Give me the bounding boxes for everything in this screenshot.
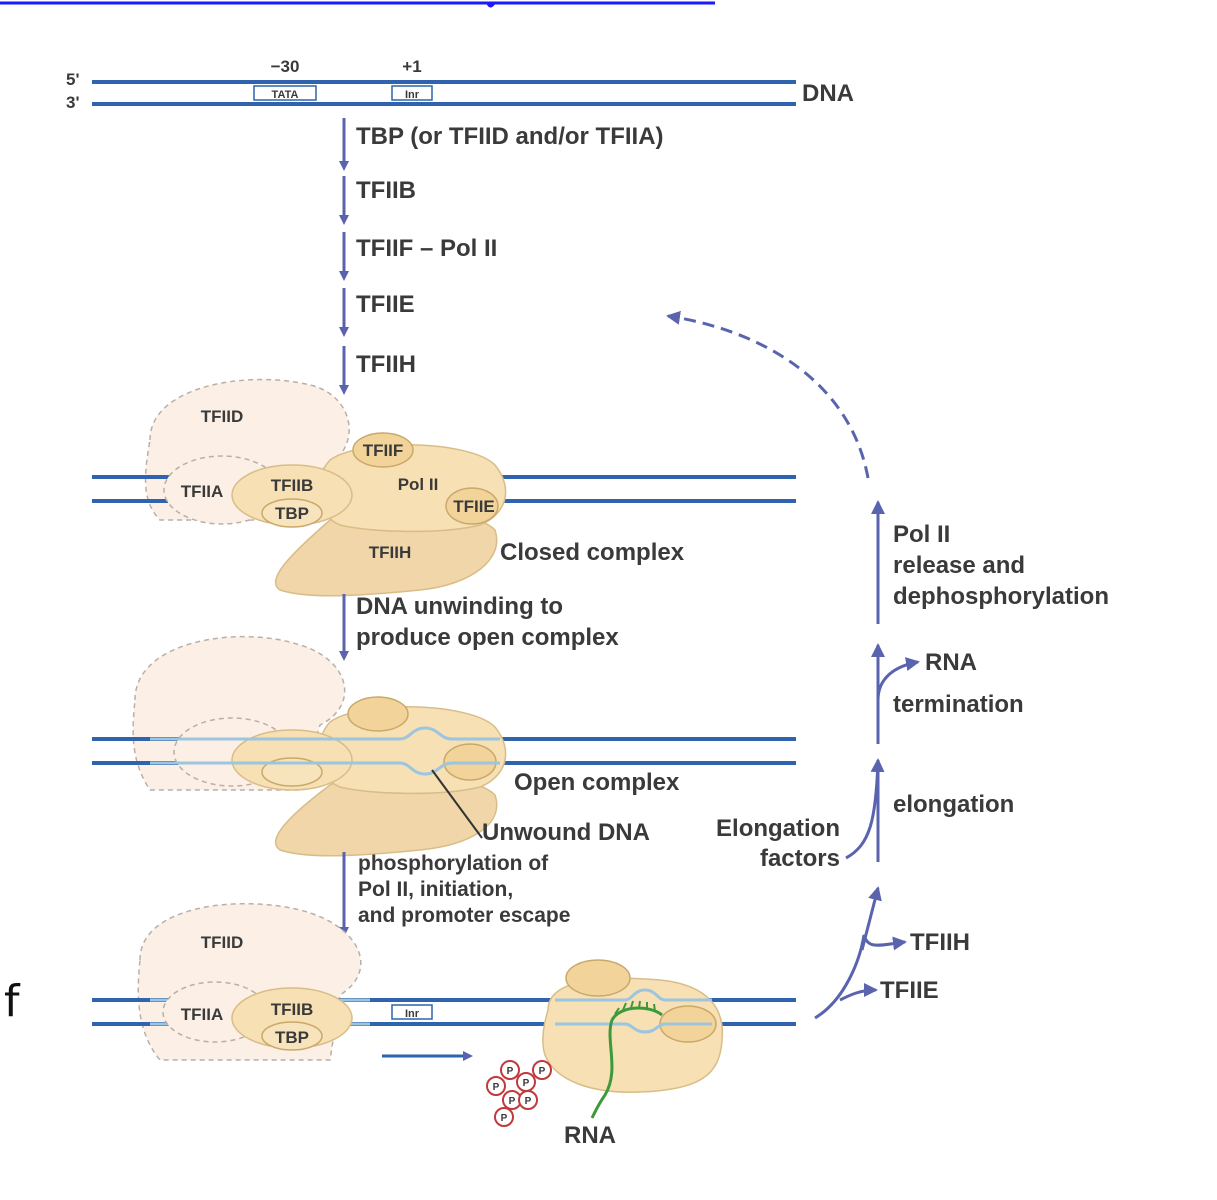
rna-strand	[590, 1006, 663, 1119]
elongation-factors-label-2: factors	[760, 845, 840, 872]
tata-box	[253, 85, 317, 101]
tbp-shape	[261, 498, 323, 528]
termination-label: termination	[893, 691, 1024, 718]
svg-text:P: P	[493, 1082, 500, 1093]
escape-tfiia-label: TFIIA	[181, 1005, 224, 1024]
release-tfiie-arrow	[839, 983, 878, 1002]
svg-text:and promoter escape: and promoter escape	[358, 904, 570, 927]
release-tfiih-arrow	[814, 934, 907, 1020]
step-tbp: TBP (or TFIID and/or TFIIA)	[356, 123, 664, 150]
step-phosphorylation: phosphorylation of Pol II, initiation, a…	[339, 852, 570, 937]
strand-3-label: 3'	[66, 93, 80, 112]
escape-tbp-label: TBP	[275, 1028, 309, 1047]
release-tfiie-label: TFIIE	[880, 977, 939, 1004]
release-label-3: dephosphorylation	[893, 583, 1109, 610]
elongation-factors-label-1: Elongation	[716, 815, 840, 842]
tfiia-label: TFIIA	[181, 482, 224, 501]
step-tfiib: TFIIB	[356, 177, 416, 204]
phosphate-mark-7: P	[494, 1107, 514, 1127]
dna-label: DNA	[802, 80, 854, 107]
unwound-dna-label: Unwound DNA	[482, 819, 650, 846]
edge-letter: f	[4, 976, 21, 1027]
recycling-pathway: TFIIH TFIIE Elongation factors elongatio…	[666, 310, 1109, 1020]
svg-text:DNA unwinding to: DNA unwinding to	[356, 593, 563, 620]
svg-text:Inr: Inr	[405, 1008, 420, 1020]
recycle-dashed-arrow	[666, 310, 870, 479]
step-tfiif-pol2: TFIIF – Pol II	[356, 235, 497, 262]
position-minus30: −30	[271, 57, 300, 76]
step-tfiih: TFIIH	[356, 351, 416, 378]
inr-label: Inr	[405, 89, 420, 101]
phosphate-mark-3: P	[532, 1060, 552, 1080]
closed-complex: TFIID TFIIA TFIIB TBP TFIIF Pol II TFIIE…	[92, 378, 796, 597]
tfiie-shape	[445, 487, 499, 525]
tata-label: TATA	[272, 89, 299, 101]
tfiib-label: TFIIB	[271, 476, 314, 495]
escape-tfiib-label: TFIIB	[271, 1000, 314, 1019]
unwound-bubble	[150, 726, 500, 741]
elongation-factors-arrow	[845, 758, 885, 860]
release-label-2: release and	[893, 552, 1025, 579]
step-tfiie: TFIIE	[356, 291, 415, 318]
open-complex: Open complex Unwound DNA	[92, 635, 796, 857]
svg-text:P: P	[525, 1096, 532, 1107]
phosphate-mark-1: P	[500, 1060, 520, 1080]
svg-text:produce open complex: produce open complex	[356, 624, 619, 651]
tfiif-shape	[352, 432, 414, 468]
phosphate-mark-6: P	[518, 1090, 538, 1110]
closed-complex-label: Closed complex	[500, 539, 685, 566]
phosphate-mark-5: P	[502, 1090, 522, 1110]
svg-text:Pol II, initiation,: Pol II, initiation,	[358, 878, 513, 901]
open-complex-label: Open complex	[514, 769, 680, 796]
pol2-label: Pol II	[398, 475, 439, 494]
promoter-dna: TATA Inr 5' 3' −30 +1 DNA	[66, 57, 854, 112]
svg-text:phosphorylation of: phosphorylation of	[358, 852, 549, 875]
elongation-label: elongation	[893, 791, 1014, 818]
escape-tfiid-label: TFIID	[201, 933, 244, 952]
strand-5-label: 5'	[66, 70, 80, 89]
svg-text:P: P	[507, 1066, 514, 1077]
escape-inr-box	[391, 1004, 433, 1020]
svg-text:P: P	[509, 1096, 516, 1107]
elongating-pol2: P P P P P P P RNA	[486, 959, 724, 1149]
phosphate-cluster: P P P P P P P	[486, 1060, 552, 1127]
tfiie-label: TFIIE	[453, 497, 495, 516]
phosphate-mark-4: P	[486, 1076, 506, 1096]
position-plus1: +1	[402, 57, 421, 76]
rna-release-arrow	[876, 657, 920, 701]
tfiid-label: TFIID	[201, 407, 244, 426]
tfiih-label: TFIIH	[369, 543, 412, 562]
assembly-steps: TBP (or TFIID and/or TFIIA) TFIIB TFIIF …	[339, 118, 664, 395]
release-tfiih-label: TFIIH	[910, 929, 970, 956]
svg-text:P: P	[539, 1066, 546, 1077]
rna-release-label: RNA	[925, 649, 977, 676]
promoter-escape: Inr TFIID TFIIA TFIIB TBP P P P P P P	[92, 902, 796, 1149]
inr-box	[391, 85, 433, 101]
svg-text:P: P	[501, 1113, 508, 1124]
escape-rna-label: RNA	[564, 1122, 616, 1149]
phosphate-mark-2: P	[516, 1072, 536, 1092]
tfiif-label: TFIIF	[363, 441, 404, 460]
top-rule-tick	[486, 2, 496, 8]
svg-text:P: P	[523, 1078, 530, 1089]
release-label-1: Pol II	[893, 521, 950, 548]
step-unwinding: DNA unwinding to produce open complex	[339, 593, 619, 661]
unwound-pointer	[431, 769, 483, 839]
tbp-label: TBP	[275, 504, 309, 523]
